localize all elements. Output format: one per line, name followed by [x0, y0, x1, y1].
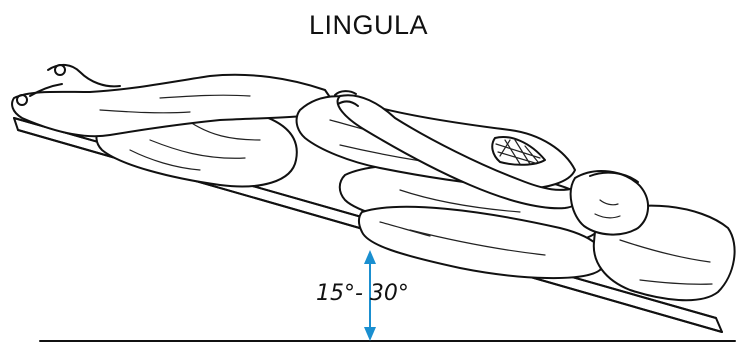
tilt-angle-label: 15°- 30° [316, 281, 409, 306]
patient-head [571, 171, 648, 235]
patient-legs [12, 65, 340, 136]
